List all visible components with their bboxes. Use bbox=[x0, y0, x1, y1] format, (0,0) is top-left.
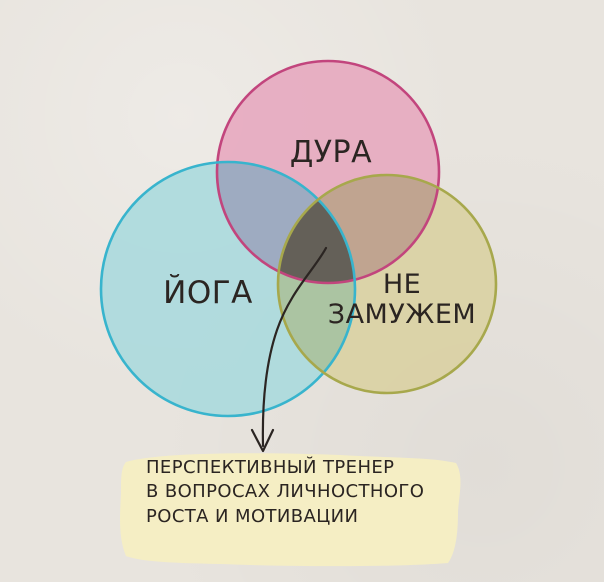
overlap-top-left bbox=[217, 162, 355, 283]
caption-highlight bbox=[120, 453, 461, 567]
pointer-arrowhead bbox=[250, 428, 275, 453]
label-right-line-1: Не bbox=[382, 269, 422, 300]
label-right-line-2: Замужем bbox=[327, 298, 477, 330]
circle-top-outline bbox=[215, 59, 441, 285]
circle-left-outline bbox=[99, 160, 357, 418]
caption-line-2: в вопросах личностного bbox=[146, 481, 425, 503]
label-top-circle: Дура bbox=[289, 135, 373, 170]
caption-line-1: Перспективный тренер bbox=[146, 457, 395, 478]
caption-text: Перспективный тренер в вопросах личностн… bbox=[146, 456, 436, 529]
label-left-circle: Йога bbox=[163, 275, 253, 311]
circle-right-outline bbox=[276, 173, 498, 395]
label-right-circle: Не Замужем bbox=[322, 270, 482, 329]
center-overlap bbox=[278, 175, 355, 283]
caption-line-3: роста и мотивации bbox=[146, 505, 359, 527]
pointer-arrow bbox=[261, 246, 328, 448]
